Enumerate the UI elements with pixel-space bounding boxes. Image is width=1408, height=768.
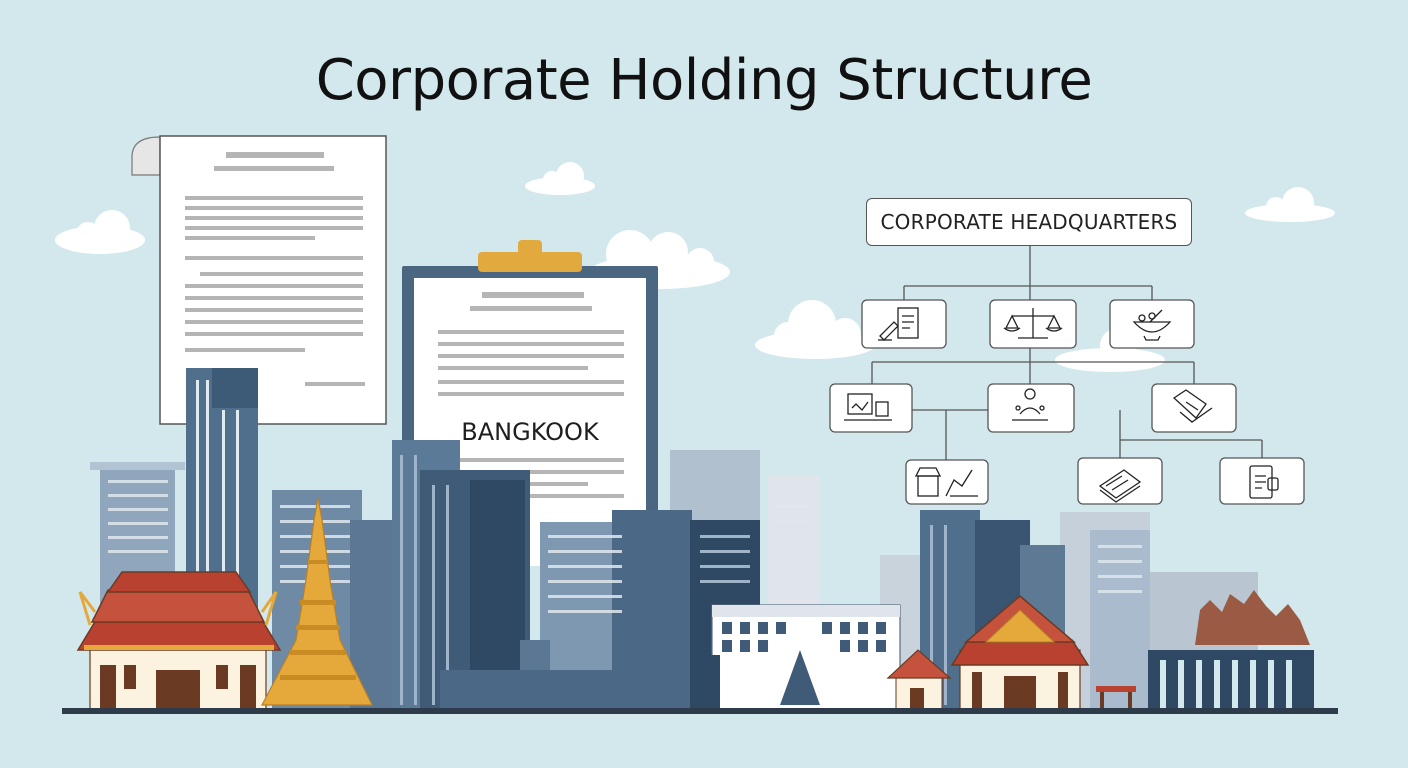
org-chart-nodes xyxy=(829,299,1305,505)
ledger-book-icon xyxy=(1098,469,1142,503)
mortar-and-pestle-icon xyxy=(1132,309,1172,341)
office-node xyxy=(829,383,913,433)
document-signing-icon xyxy=(878,307,919,341)
cloud xyxy=(55,210,145,254)
shop-factory-icon xyxy=(914,467,978,497)
mortar-node xyxy=(1109,299,1195,349)
shop-node xyxy=(905,459,989,505)
org-chart-connectors xyxy=(871,246,1263,460)
mobile-node xyxy=(1219,457,1305,505)
handshake-node xyxy=(1151,383,1237,433)
brown-rock-formation xyxy=(1195,590,1310,645)
cloud xyxy=(755,300,875,359)
golden-stupa xyxy=(261,497,373,706)
thai-temple-left xyxy=(76,571,282,711)
meeting-node xyxy=(987,383,1075,433)
cloud xyxy=(1245,187,1335,222)
mobile-phone-icon xyxy=(1249,465,1279,499)
city-label: BANGKOOK xyxy=(461,418,599,446)
office-desk-icon xyxy=(844,393,892,421)
corporate-headquarters-node: CORPORATE HEADQUARTERS xyxy=(866,198,1192,246)
meeting-person-icon xyxy=(1012,388,1048,421)
thai-temple-right xyxy=(886,595,1136,711)
page-title: Corporate Holding Structure xyxy=(315,48,1093,113)
ground-line xyxy=(62,708,1338,714)
scales-of-justice-icon xyxy=(1003,308,1063,339)
justice-node xyxy=(989,299,1077,349)
corporate-headquarters-label: CORPORATE HEADQUARTERS xyxy=(880,210,1178,234)
contract-document-back xyxy=(131,135,387,425)
document-signing-node xyxy=(861,299,947,349)
handshake-contract-icon xyxy=(1172,389,1213,423)
cloud xyxy=(525,162,595,195)
ledger-node xyxy=(1077,457,1163,505)
